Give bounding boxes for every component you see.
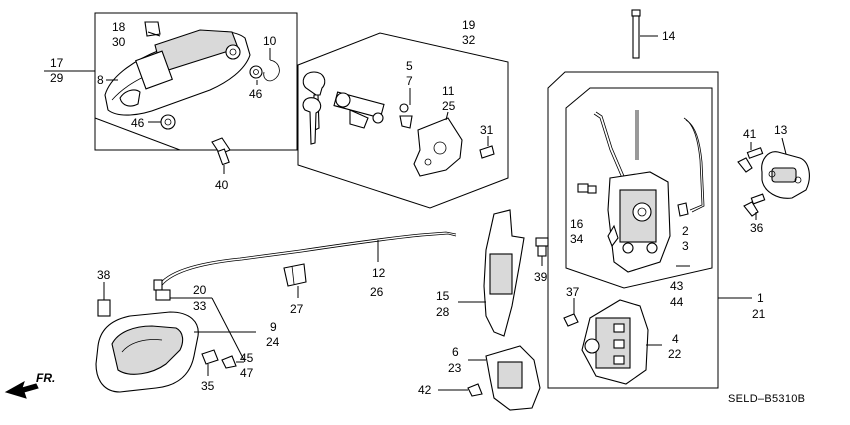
callout-7: 7	[406, 74, 413, 88]
callout-14: 14	[662, 29, 676, 43]
callout-4: 4	[672, 332, 679, 346]
front-direction-arrow	[4, 380, 39, 399]
callout-42: 42	[418, 383, 432, 397]
rod-14	[631, 9, 658, 59]
callout-36: 36	[750, 221, 764, 235]
callout-47: 47	[240, 366, 254, 380]
callout-31: 31	[480, 123, 494, 137]
callout-1: 1	[757, 291, 764, 305]
callout-38: 38	[97, 268, 111, 282]
key	[302, 71, 326, 96]
callout-40: 40	[215, 178, 229, 192]
inner-handle-bracket	[458, 209, 525, 337]
callout-28: 28	[436, 305, 450, 319]
callout-25: 25	[442, 99, 456, 113]
clip-45	[221, 355, 237, 369]
bolt-40	[211, 137, 231, 174]
callout-35: 35	[201, 379, 215, 393]
callout-30: 30	[112, 35, 126, 49]
callout-23: 23	[448, 361, 462, 375]
callout-labels: 17 29 8 18 30 10 46 46 40 19 32 5 7 11 2…	[36, 18, 805, 405]
cylinder-group	[297, 32, 509, 209]
direction-label: FR.	[36, 371, 55, 385]
callout-10: 10	[263, 34, 277, 48]
callout-12: 12	[372, 266, 386, 280]
callout-41: 41	[743, 127, 757, 141]
callout-16: 16	[570, 217, 584, 231]
callout-32: 32	[462, 33, 476, 47]
callout-27: 27	[290, 302, 304, 316]
screw-37	[563, 313, 579, 327]
cylinder-frame	[297, 32, 509, 209]
inner-door-handle	[95, 282, 256, 393]
callout-6: 6	[452, 345, 459, 359]
cable-12	[153, 231, 457, 291]
clip-39	[535, 237, 549, 266]
latch-group	[547, 71, 752, 389]
callout-18: 18	[112, 20, 126, 34]
nut-46-upper	[249, 65, 263, 79]
striker-group	[737, 137, 810, 220]
callout-24: 24	[266, 335, 280, 349]
callout-19: 19	[462, 18, 476, 32]
cylinder-bracket	[413, 117, 463, 177]
screw-36	[743, 201, 759, 217]
callout-20: 20	[193, 283, 207, 297]
callout-37: 37	[566, 285, 580, 299]
bracket-6	[438, 345, 541, 411]
callout-45: 45	[240, 351, 254, 365]
actuator-group	[563, 298, 662, 385]
diagram-code: SELD–B5310B	[728, 393, 805, 405]
callout-43: 43	[670, 279, 684, 293]
callout-13: 13	[774, 123, 788, 137]
callout-46-lower: 46	[131, 116, 145, 130]
screw-41	[737, 157, 753, 173]
callout-3: 3	[682, 239, 689, 253]
screw-31	[479, 145, 495, 159]
callout-5: 5	[406, 59, 413, 73]
callout-2: 2	[682, 224, 689, 238]
callout-11: 11	[442, 84, 455, 98]
screw-35	[201, 349, 219, 365]
callout-22: 22	[668, 347, 682, 361]
clip-10	[263, 59, 280, 82]
callout-21: 21	[752, 307, 766, 321]
callout-39: 39	[534, 270, 548, 284]
screw-42	[467, 383, 483, 397]
callout-15: 15	[436, 289, 450, 303]
callout-9: 9	[270, 320, 277, 334]
latch-inner-frame	[565, 87, 713, 289]
callout-34: 34	[570, 232, 584, 246]
callout-8: 8	[97, 73, 104, 87]
callout-33: 33	[193, 299, 207, 313]
callout-44: 44	[670, 295, 684, 309]
outer-handle-group	[44, 12, 298, 151]
latch-outer-frame	[547, 71, 719, 389]
callout-17: 17	[50, 56, 64, 70]
clip-27	[283, 263, 307, 298]
callout-46-upper: 46	[249, 87, 263, 101]
nut-46-lower	[160, 114, 176, 130]
callout-29: 29	[50, 71, 64, 85]
callout-26: 26	[370, 285, 384, 299]
